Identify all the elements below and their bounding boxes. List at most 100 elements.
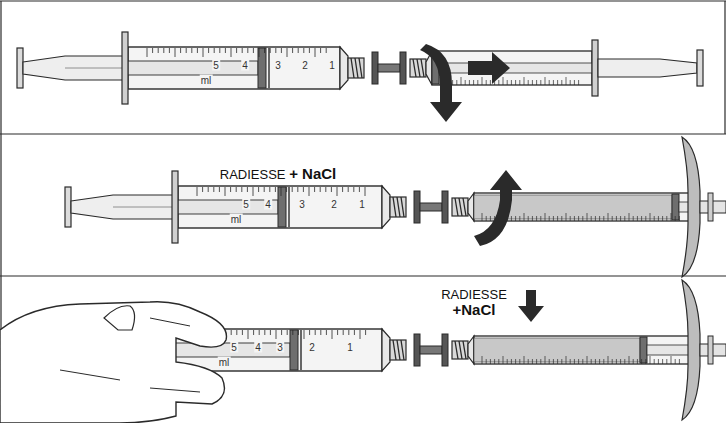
stroke: [566, 77, 567, 85]
stroke: [315, 48, 316, 57]
stroke: [150, 318, 190, 326]
stroke: [662, 359, 663, 364]
stroke: [612, 216, 613, 221]
stroke: [337, 330, 338, 335]
stroke: [545, 213, 546, 221]
stroke: [515, 216, 516, 221]
label-part: RADIESSE: [441, 287, 507, 302]
stroke: [616, 359, 617, 364]
stroke: [225, 187, 226, 196]
part: [432, 51, 592, 85]
stroke: [524, 356, 525, 364]
stroke: [582, 216, 583, 221]
stroke: [421, 59, 424, 77]
stroke: [616, 216, 617, 221]
label-part: RADIESSE: [220, 167, 289, 182]
part: [382, 329, 390, 371]
stroke: [413, 59, 416, 77]
part: [468, 193, 474, 221]
stroke: [582, 359, 583, 364]
stroke: [486, 216, 487, 221]
stroke: [298, 48, 299, 53]
stroke: [150, 388, 200, 392]
stroke: [574, 216, 575, 221]
scale-number: 1: [346, 342, 354, 353]
stroke: [507, 80, 508, 85]
stroke: [348, 330, 349, 335]
stroke: [463, 198, 466, 216]
rotate-arrow: [420, 44, 462, 122]
rotate-arrow: [474, 170, 522, 246]
stroke: [455, 198, 458, 216]
stroke: [603, 359, 604, 364]
part: [23, 56, 125, 80]
stroke: [0, 133, 726, 134]
stroke: [292, 48, 293, 53]
stroke: [645, 359, 646, 364]
part: [414, 334, 420, 366]
stroke: [536, 216, 537, 221]
part: [104, 306, 135, 330]
part: [172, 171, 178, 243]
stroke: [557, 216, 558, 221]
stroke: [591, 359, 592, 364]
stroke: [236, 187, 237, 192]
stroke: [360, 330, 361, 339]
part: [708, 193, 713, 221]
stroke: [65, 68, 125, 69]
part: [468, 336, 474, 364]
stroke: [230, 187, 231, 192]
scale-number: 3: [298, 199, 306, 210]
stroke: [633, 216, 634, 221]
stroke: [620, 216, 621, 221]
stroke: [365, 330, 366, 335]
part: [697, 50, 703, 86]
stroke: [624, 359, 625, 364]
part: [420, 203, 442, 211]
part: [348, 58, 364, 78]
stroke: [637, 216, 638, 221]
stroke: [0, 275, 726, 276]
part: [390, 340, 406, 360]
scale-number: 3: [274, 60, 282, 71]
stroke: [519, 216, 520, 221]
stroke: [511, 359, 512, 364]
stroke: [553, 216, 554, 221]
part: [378, 64, 400, 72]
stroke: [511, 216, 512, 221]
small-syringe: [410, 40, 703, 96]
stroke: [461, 77, 462, 85]
part: [640, 337, 647, 363]
stroke: [320, 330, 321, 335]
stroke: [264, 187, 265, 192]
stroke: [309, 330, 310, 335]
stroke: [641, 216, 642, 221]
stroke: [287, 48, 288, 57]
stroke: [397, 340, 400, 360]
part: [258, 48, 266, 88]
part: [647, 345, 690, 355]
stroke: [326, 330, 327, 335]
stroke: [397, 197, 400, 217]
stroke: [587, 213, 588, 221]
stroke: [303, 187, 304, 192]
stroke: [459, 341, 462, 359]
part: [382, 186, 390, 228]
part: [442, 334, 448, 366]
stroke: [528, 216, 529, 221]
stroke: [236, 330, 237, 335]
stroke: [490, 80, 491, 85]
stroke: [268, 48, 269, 88]
stroke: [675, 216, 676, 221]
stroke: [570, 216, 571, 221]
stroke: [540, 359, 541, 364]
large-syringe: [65, 171, 406, 243]
stroke: [482, 77, 483, 85]
stroke: [343, 330, 344, 335]
stroke: [231, 48, 232, 57]
part: [65, 187, 71, 227]
stroke: [477, 80, 478, 85]
stroke: [536, 359, 537, 364]
stroke: [242, 330, 243, 335]
